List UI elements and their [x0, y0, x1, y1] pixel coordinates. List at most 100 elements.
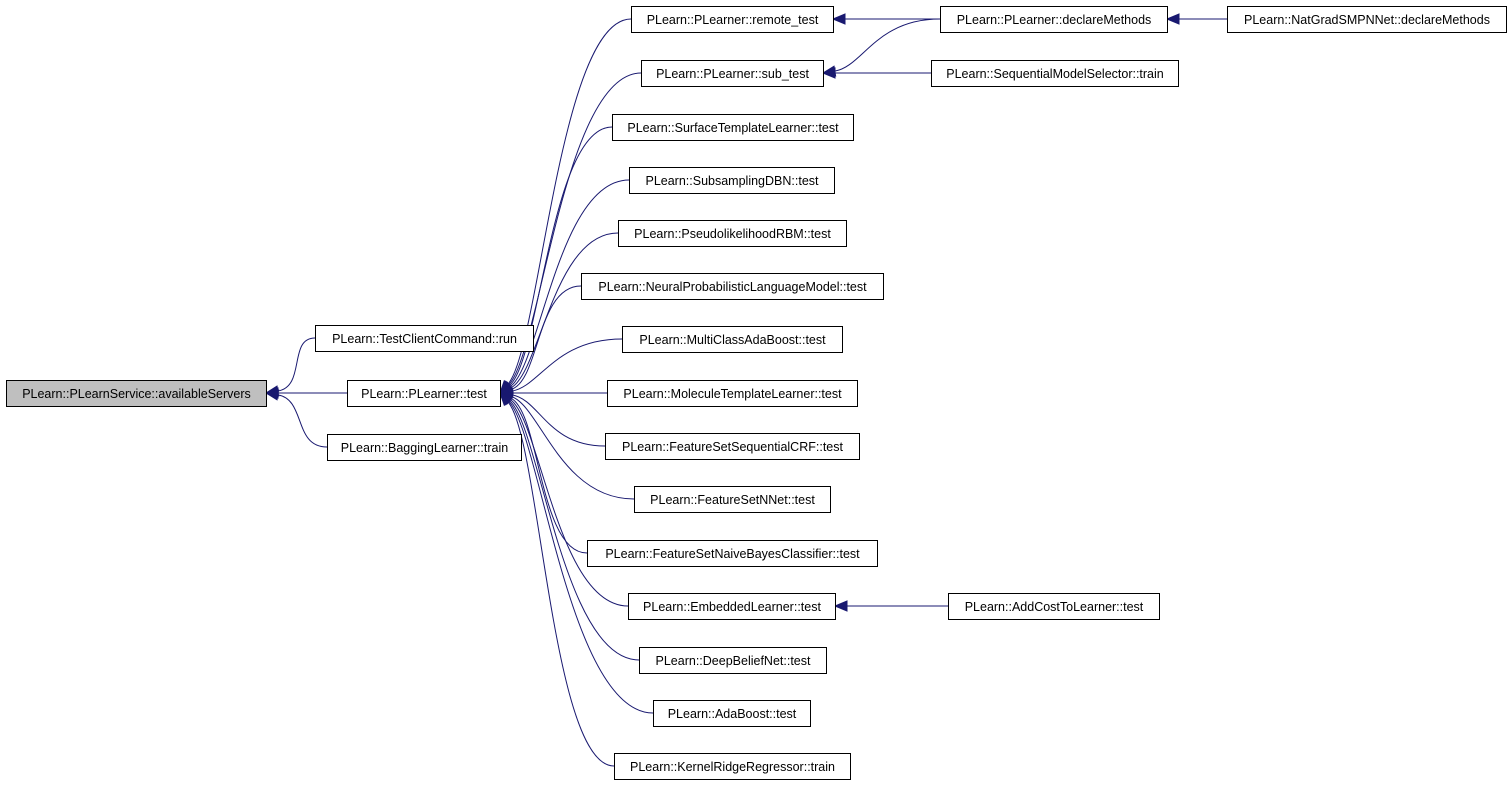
node-plt[interactable]: PLearn::PLearner::test: [347, 380, 501, 407]
edge-line: [509, 126, 613, 386]
edge-line: [511, 285, 582, 390]
node-box: [931, 60, 1179, 87]
edge-line: [508, 400, 654, 714]
node-fscrf[interactable]: PLearn::FeatureSetSequentialCRF::test: [605, 433, 860, 460]
edge-line: [511, 394, 606, 447]
edge-bag-to-root: [264, 389, 328, 448]
node-box: [327, 434, 522, 461]
node-label: PLearn::PLearner::remote_test: [647, 13, 819, 27]
edges-layer: [264, 13, 1227, 767]
node-label: PLearn::AdaBoost::test: [668, 707, 797, 721]
node-dbn[interactable]: PLearn::DeepBeliefNet::test: [639, 647, 827, 674]
arrowhead-icon: [499, 392, 513, 407]
node-stl[interactable]: PLearn::SurfaceTemplateLearner::test: [612, 114, 854, 141]
edge-line: [509, 400, 640, 661]
node-box: [634, 486, 831, 513]
edge-line: [509, 179, 630, 387]
node-label: PLearn::EmbeddedLearner::test: [643, 600, 821, 614]
edge-mtl-to-plt: [498, 387, 607, 399]
arrowhead-icon: [833, 600, 848, 612]
node-box: [612, 114, 854, 141]
arrowhead-icon: [1165, 13, 1180, 25]
node-box: [315, 325, 534, 352]
node-sdbn[interactable]: PLearn::SubsamplingDBN::test: [629, 167, 835, 194]
node-ngdm[interactable]: PLearn::NatGradSMPNNet::declareMethods: [1227, 6, 1507, 33]
edge-dm-to-sub: [821, 18, 941, 77]
node-label: PLearn::NatGradSMPNNet::declareMethods: [1244, 13, 1490, 27]
node-box: [631, 6, 834, 33]
node-label: PLearn::NeuralProbabilisticLanguageModel…: [598, 280, 867, 294]
node-fsnb[interactable]: PLearn::FeatureSetNaiveBayesClassifier::…: [587, 540, 878, 567]
node-rem[interactable]: PLearn::PLearner::remote_test: [631, 6, 834, 33]
node-nplm[interactable]: PLearn::NeuralProbabilisticLanguageModel…: [581, 273, 884, 300]
node-label: PLearn::SequentialModelSelector::train: [946, 67, 1164, 81]
node-label: PLearn::TestClientCommand::run: [332, 332, 517, 346]
node-label: PLearn::PLearner::test: [361, 387, 487, 401]
node-box: [629, 167, 835, 194]
node-box: [347, 380, 501, 407]
node-tcc[interactable]: PLearn::TestClientCommand::run: [315, 325, 534, 352]
node-sub[interactable]: PLearn::PLearner::sub_test: [641, 60, 824, 87]
node-label: PLearn::KernelRidgeRegressor::train: [630, 760, 835, 774]
node-label: PLearn::PseudolikelihoodRBM::test: [634, 227, 831, 241]
node-ada[interactable]: PLearn::AdaBoost::test: [653, 700, 811, 727]
node-label: PLearn::FeatureSetNaiveBayesClassifier::…: [605, 547, 860, 561]
node-label: PLearn::DeepBeliefNet::test: [656, 654, 811, 668]
edge-stl-to-plt: [498, 126, 613, 394]
node-box: [622, 326, 843, 353]
node-fsnn[interactable]: PLearn::FeatureSetNNet::test: [634, 486, 831, 513]
arrowhead-icon: [264, 389, 280, 401]
node-label: PLearn::SubsamplingDBN::test: [645, 174, 819, 188]
nodes-layer: PLearn::PLearnService::availableServersP…: [6, 6, 1507, 780]
node-box: [653, 700, 811, 727]
node-prbm[interactable]: PLearn::PseudolikelihoodRBM::test: [618, 220, 847, 247]
edge-krr-to-plt: [499, 392, 615, 767]
edge-actl-to-eml: [833, 600, 948, 612]
node-label: PLearn::PLearnService::availableServers: [22, 387, 251, 401]
node-box: [6, 380, 267, 407]
edge-line: [508, 72, 642, 386]
edge-tcc-to-root: [264, 337, 316, 397]
node-label: PLearn::MoleculeTemplateLearner::test: [623, 387, 842, 401]
node-label: PLearn::AddCostToLearner::test: [965, 600, 1144, 614]
node-box: [940, 6, 1168, 33]
edge-sms-to-sub: [821, 67, 931, 79]
edge-line: [507, 401, 615, 767]
node-eml[interactable]: PLearn::EmbeddedLearner::test: [628, 593, 836, 620]
node-box: [607, 380, 858, 407]
node-mtl[interactable]: PLearn::MoleculeTemplateLearner::test: [607, 380, 858, 407]
arrowhead-icon: [821, 67, 836, 79]
node-box: [618, 220, 847, 247]
node-box: [948, 593, 1160, 620]
edge-line: [509, 399, 629, 607]
node-root[interactable]: PLearn::PLearnService::availableServers: [6, 380, 267, 407]
node-box: [639, 647, 827, 674]
arrowhead-icon: [831, 13, 846, 25]
node-box: [628, 593, 836, 620]
edge-line: [277, 337, 316, 392]
node-dm[interactable]: PLearn::PLearner::declareMethods: [940, 6, 1168, 33]
node-krr[interactable]: PLearn::KernelRidgeRegressor::train: [614, 753, 851, 780]
edge-line: [834, 18, 941, 72]
node-bag[interactable]: PLearn::BaggingLearner::train: [327, 434, 522, 461]
node-box: [605, 433, 860, 460]
node-box: [1227, 6, 1507, 33]
node-label: PLearn::BaggingLearner::train: [341, 441, 509, 455]
edge-line: [511, 396, 635, 500]
node-actl[interactable]: PLearn::AddCostToLearner::test: [948, 593, 1160, 620]
node-box: [614, 753, 851, 780]
edge-line: [511, 338, 623, 392]
node-label: PLearn::MultiClassAdaBoost::test: [639, 333, 826, 347]
edge-line: [277, 394, 328, 448]
node-label: PLearn::PLearner::sub_test: [656, 67, 809, 81]
node-mcab[interactable]: PLearn::MultiClassAdaBoost::test: [622, 326, 843, 353]
edge-dm-to-rem: [831, 13, 940, 25]
edge-eml-to-plt: [498, 392, 629, 607]
node-box: [581, 273, 884, 300]
edge-line: [510, 232, 619, 389]
node-sms[interactable]: PLearn::SequentialModelSelector::train: [931, 60, 1179, 87]
edge-line: [507, 18, 632, 385]
node-label: PLearn::FeatureSetNNet::test: [650, 493, 815, 507]
edge-line: [510, 397, 588, 554]
